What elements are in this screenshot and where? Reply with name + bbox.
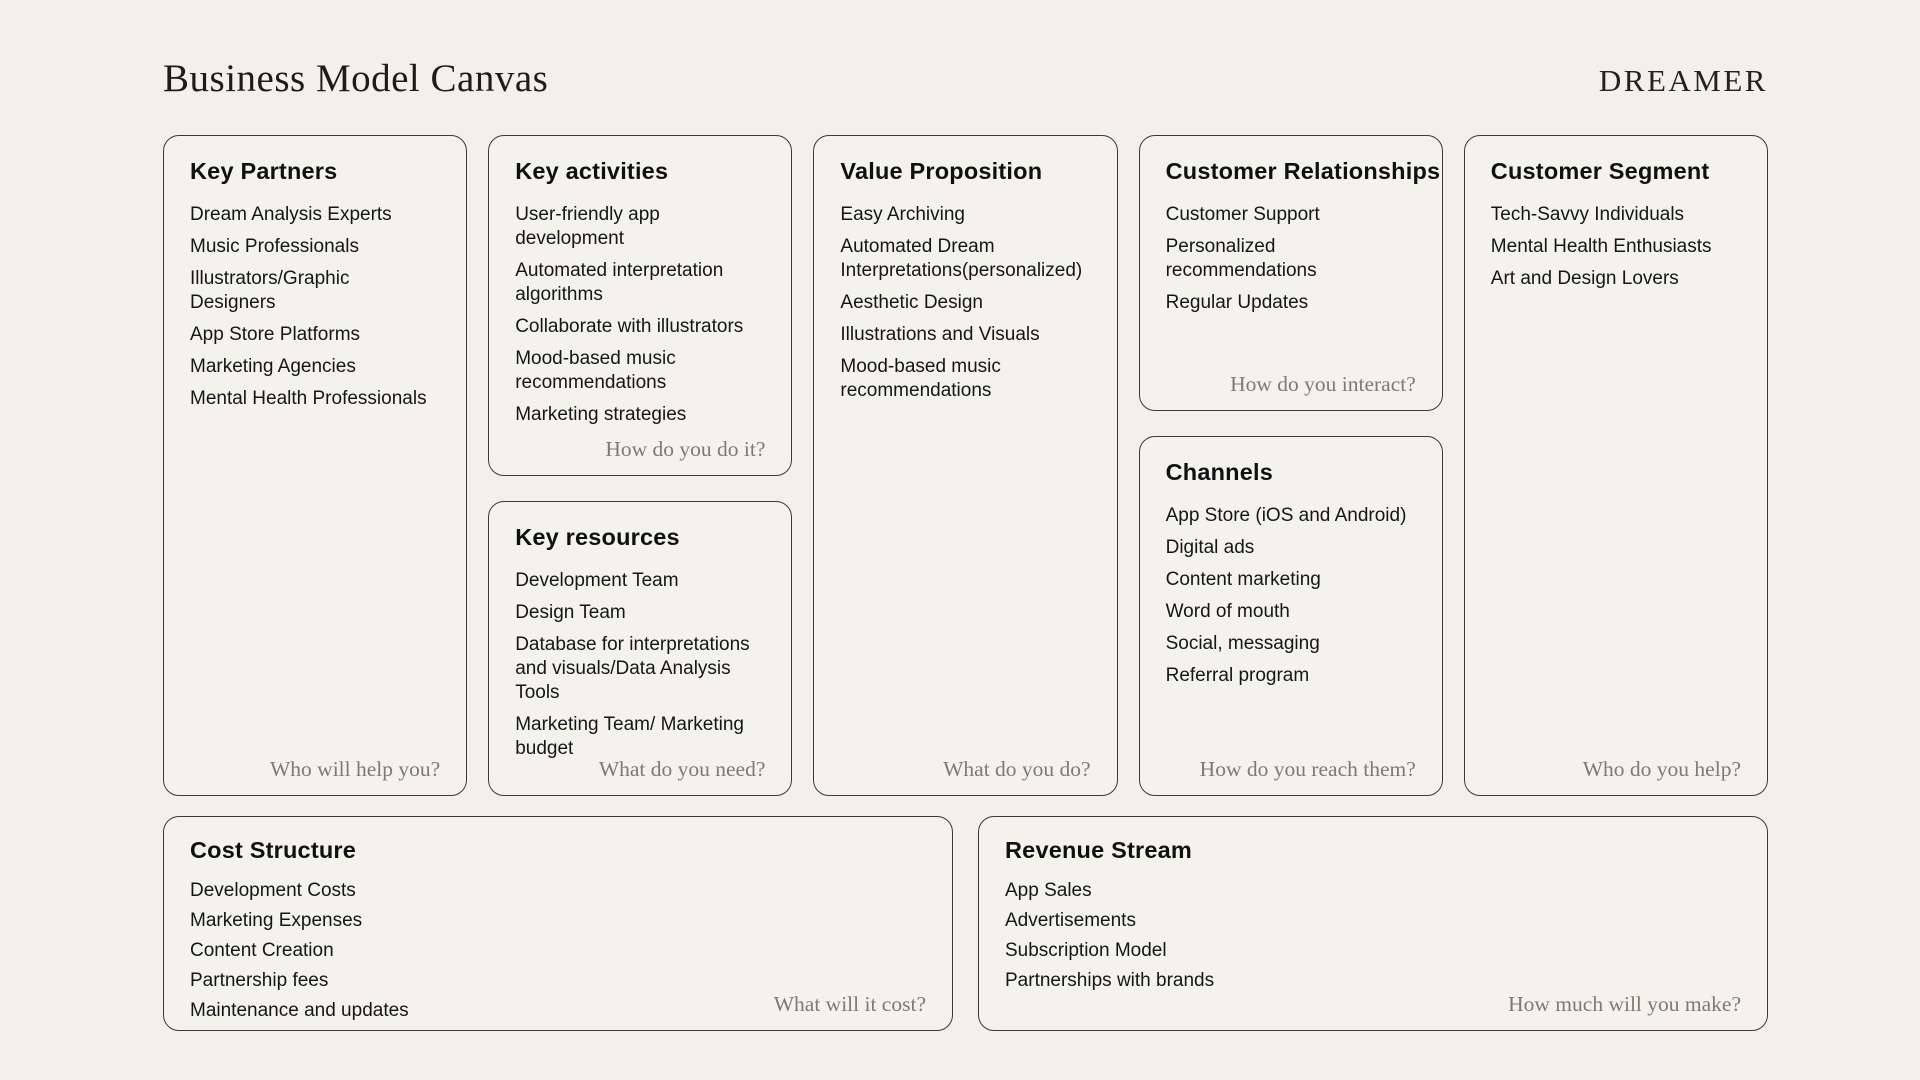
list-item: Mood-based music recommendations [840,355,1001,401]
box-question: What do you need? [598,757,766,781]
list-item: Tech-Savvy Individuals [1490,204,1685,225]
list-item: Automated Dream Interpretations(personal… [840,235,1083,281]
list-item: Referral program [1165,664,1310,686]
list-item: Collaborate with illustrators [515,315,744,337]
brand-name: DREAMER [1598,63,1768,98]
list-item: Development Team [515,570,679,591]
box-title-customer-relationships: Customer Relationships [1165,158,1441,184]
revenue-stream-list: App Sales Advertisements Subscription Mo… [1005,879,1741,993]
value-proposition-list: Easy Archiving Automated Dream Interpret… [840,203,1090,403]
list-item: Word of mouth [1165,600,1290,622]
box-question: Who will help you? [270,757,441,781]
box-title-key-partners: Key Partners [190,158,338,184]
box-title-revenue-stream: Revenue Stream [1005,837,1192,863]
list-item: Digital ads [1165,536,1255,558]
box-value-proposition: Value Proposition Easy Archiving Automat… [813,135,1118,796]
list-item: Customer Support [1165,204,1320,225]
box-title-channels: Channels [1165,459,1273,485]
box-question: How do you reach them? [1199,757,1416,781]
list-item: Mood-based music recommendations [515,347,676,393]
list-item: Personalized recommendations [1165,235,1317,281]
list-item: Social, messaging [1165,632,1320,654]
list-item: Illustrators/Graphic Designers [190,267,350,313]
list-item: Partnership fees [190,969,329,991]
list-item: Automated interpretation algorithms [515,259,724,305]
list-item: Content marketing [1165,568,1321,590]
list-item: Marketing Agencies [190,355,356,377]
list-item: Dream Analysis Experts [190,204,392,225]
list-item: Development Costs [190,880,356,901]
box-question: What do you do? [943,757,1091,781]
box-key-partners: Key Partners Dream Analysis Experts Musi… [163,135,468,796]
customer-relationships-list: Customer Support Personalized recommenda… [1166,203,1416,315]
cost-structure-list: Development Costs Marketing Expenses Con… [190,879,926,1023]
list-item: Advertisements [1005,909,1136,931]
list-item: Art and Design Lovers [1490,267,1679,289]
list-item: App Sales [1005,880,1092,901]
list-item: Maintenance and updates [190,999,409,1021]
key-partners-list: Dream Analysis Experts Music Professiona… [190,203,440,411]
list-item: Design Team [515,601,626,623]
column-value-proposition: Value Proposition Easy Archiving Automat… [813,135,1118,796]
list-item: Easy Archiving [840,204,966,225]
list-item: Marketing strategies [515,403,687,425]
page-header: Business Model Canvas DREAMER [163,56,1768,101]
channels-list: App Store (iOS and Android) Digital ads … [1166,504,1416,688]
list-item: Content Creation [190,939,334,961]
box-question: How do you interact? [1230,372,1416,396]
list-item: Marketing Expenses [190,909,363,931]
box-revenue-stream: Revenue Stream App Sales Advertisements … [978,816,1768,1031]
box-key-resources: Key resources Development Team Design Te… [488,501,793,796]
key-activities-list: User-friendly app development Automated … [515,203,765,427]
list-item: Subscription Model [1005,939,1167,961]
box-question: What will it cost? [773,992,926,1016]
box-channels: Channels App Store (iOS and Android) Dig… [1138,436,1443,796]
column-activities-resources: Key activities User-friendly app develop… [488,135,793,796]
column-relationships-channels: Customer Relationships Customer Support … [1138,135,1443,796]
box-customer-relationships: Customer Relationships Customer Support … [1138,135,1443,411]
box-title-value-proposition: Value Proposition [840,158,1043,184]
box-title-cost-structure: Cost Structure [190,837,357,863]
list-item: Marketing Team/ Marketing budget [515,713,744,759]
column-key-partners: Key Partners Dream Analysis Experts Musi… [163,135,468,796]
column-customer-segment: Customer Segment Tech-Savvy Individuals … [1463,135,1768,796]
list-item: App Store (iOS and Android) [1165,505,1407,526]
box-customer-segment: Customer Segment Tech-Savvy Individuals … [1463,135,1768,796]
list-item: Mental Health Professionals [190,387,427,409]
list-item: Mental Health Enthusiasts [1490,235,1712,257]
box-question: How do you do it? [605,437,766,461]
list-item: Database for interpretations and visuals… [515,633,750,703]
box-cost-structure: Cost Structure Development Costs Marketi… [163,816,953,1031]
list-item: Regular Updates [1165,291,1309,313]
key-resources-list: Development Team Design Team Database fo… [515,569,765,761]
box-title-key-activities: Key activities [515,158,669,184]
list-item: Partnerships with brands [1005,969,1215,991]
list-item: Music Professionals [190,235,359,257]
page-title: Business Model Canvas [163,57,549,100]
box-title-key-resources: Key resources [515,524,680,550]
list-item: Illustrations and Visuals [840,323,1040,345]
list-item: User-friendly app development [515,204,660,249]
box-title-customer-segment: Customer Segment [1490,158,1710,184]
box-key-activities: Key activities User-friendly app develop… [488,135,793,476]
list-item: Aesthetic Design [840,291,983,313]
box-question: Who do you help? [1582,757,1741,781]
customer-segment-list: Tech-Savvy Individuals Mental Health Ent… [1491,203,1741,291]
list-item: App Store Platforms [190,323,361,345]
box-question: How much will you make? [1508,992,1741,1016]
bottom-row: Cost Structure Development Costs Marketi… [163,816,1768,1031]
canvas-grid: Key Partners Dream Analysis Experts Musi… [163,135,1768,796]
